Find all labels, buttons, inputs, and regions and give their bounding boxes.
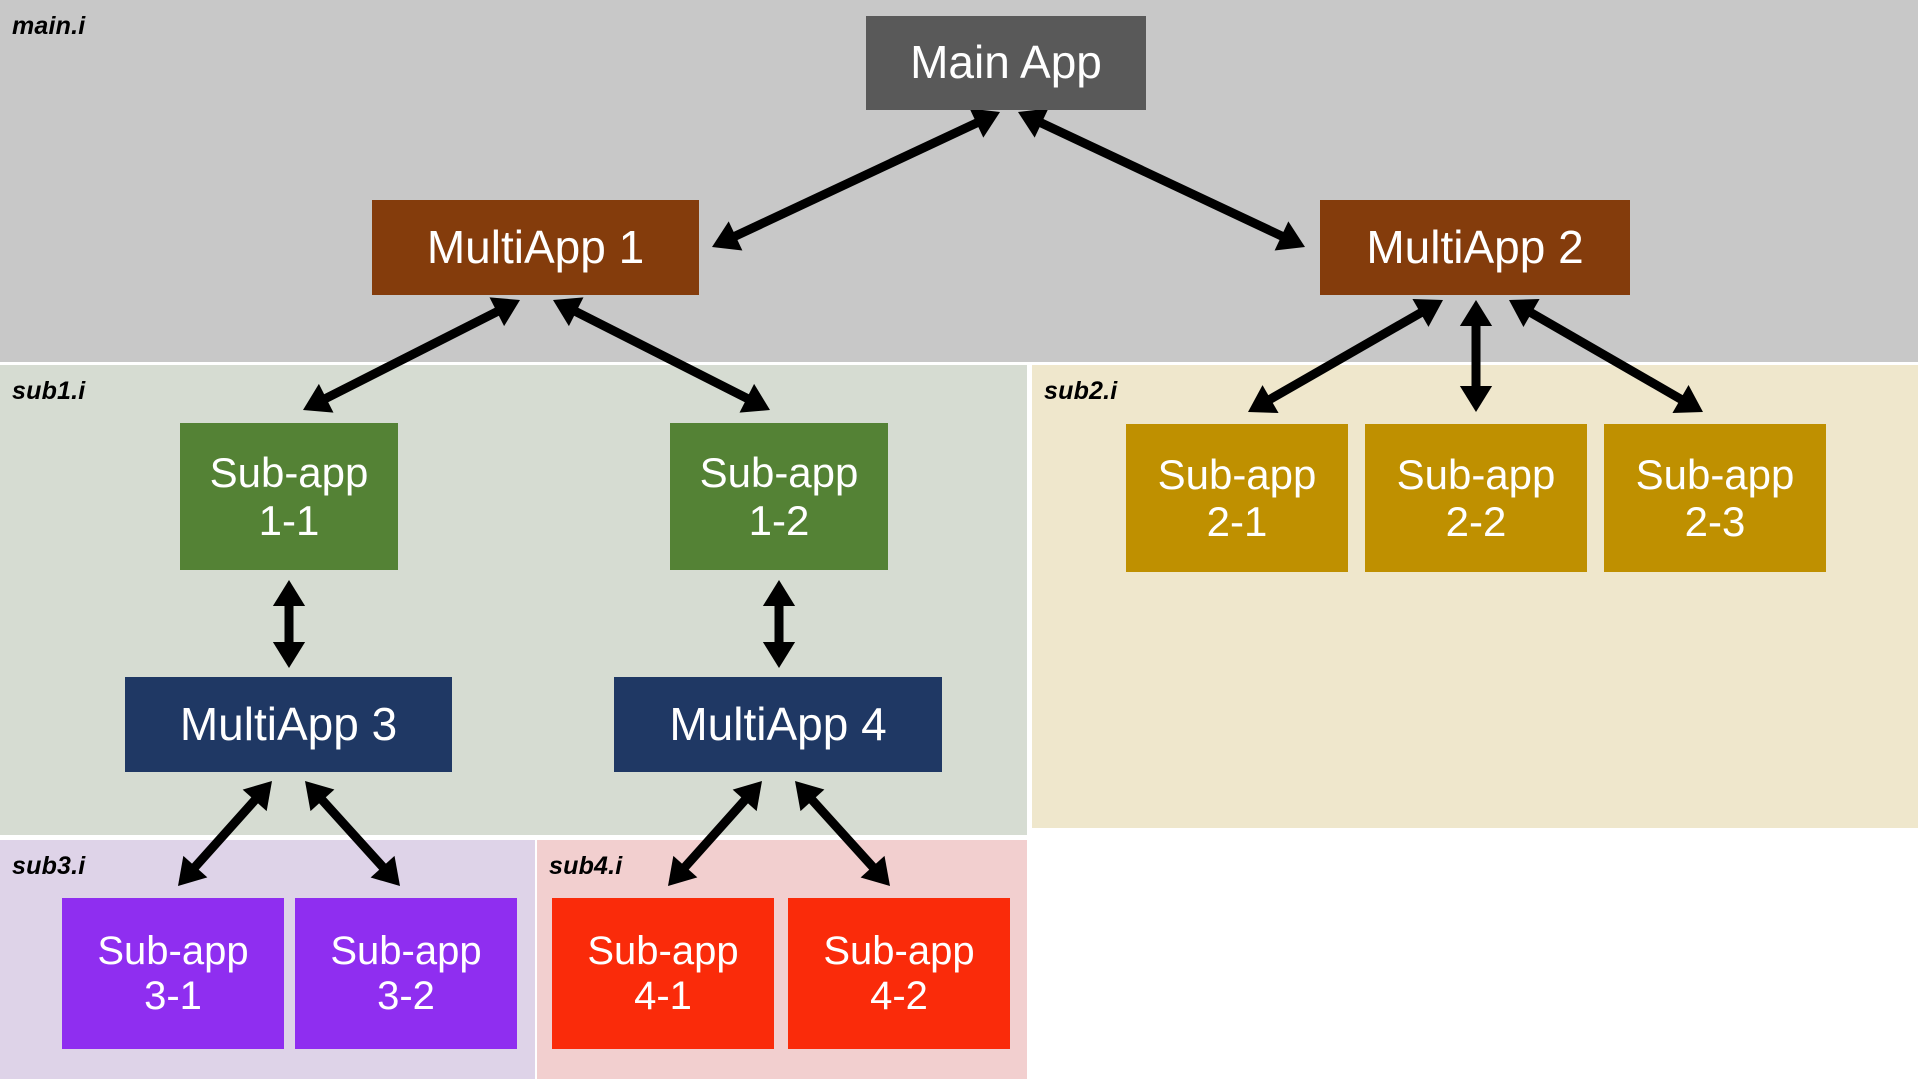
node-label-line: Sub-app bbox=[209, 449, 369, 497]
node-label-line: Main App bbox=[910, 36, 1102, 89]
node-multiapp-4[interactable]: MultiApp 4 bbox=[614, 677, 942, 772]
region-label-main: main.i bbox=[12, 12, 86, 40]
node-label-line: 3-2 bbox=[377, 973, 435, 1018]
node-label-line: Sub-app bbox=[1157, 450, 1317, 498]
node-label-line: MultiApp 4 bbox=[669, 697, 887, 750]
node-label-line: 1-2 bbox=[748, 496, 810, 544]
node-label-line: 4-2 bbox=[870, 973, 928, 1018]
node-label-line: Sub-app bbox=[1396, 450, 1556, 498]
node-main-app[interactable]: Main App bbox=[866, 16, 1146, 110]
node-multiapp-3[interactable]: MultiApp 3 bbox=[125, 677, 452, 772]
node-label-line: 2-1 bbox=[1206, 498, 1268, 545]
node-label-line: Sub-app bbox=[823, 928, 975, 973]
node-label-line: 2-3 bbox=[1684, 498, 1746, 545]
node-label-line: MultiApp 3 bbox=[179, 697, 398, 750]
node-label-line: Sub-app bbox=[587, 928, 739, 973]
node-label-line: MultiApp 2 bbox=[1366, 220, 1584, 273]
node-label-line: Sub-app bbox=[330, 928, 482, 973]
region-label-sub2: sub2.i bbox=[1044, 377, 1118, 405]
region-label-sub1: sub1.i bbox=[12, 377, 86, 405]
node-label-line: 3-1 bbox=[144, 973, 202, 1018]
node-label-line: 4-1 bbox=[634, 973, 692, 1018]
node-multiapp-2[interactable]: MultiApp 2 bbox=[1320, 200, 1630, 295]
node-label-line: Sub-app bbox=[699, 449, 859, 497]
node-label-line: MultiApp 1 bbox=[426, 220, 645, 273]
region-label-sub4: sub4.i bbox=[549, 852, 623, 880]
node-label-line: 2-2 bbox=[1445, 498, 1507, 545]
node-label-line: Sub-app bbox=[97, 928, 249, 973]
node-multiapp-1[interactable]: MultiApp 1 bbox=[372, 200, 699, 295]
node-label-line: Sub-app bbox=[1635, 450, 1795, 498]
region-label-sub3: sub3.i bbox=[12, 852, 86, 880]
node-label-line: 1-1 bbox=[258, 496, 320, 544]
